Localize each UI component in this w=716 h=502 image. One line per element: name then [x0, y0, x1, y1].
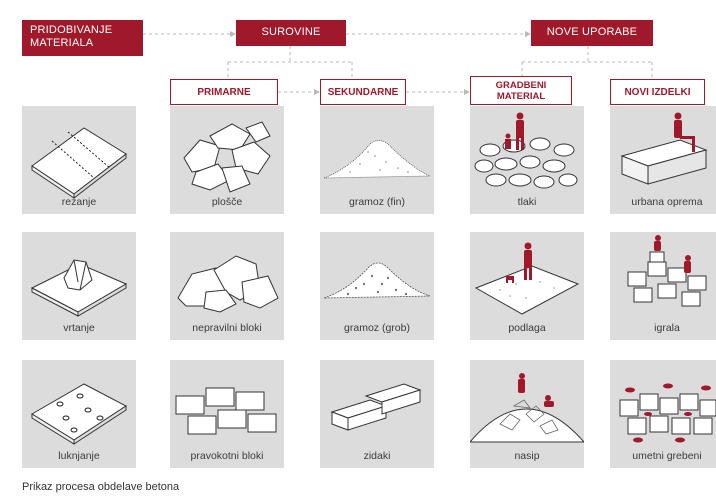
header-nove-uporabe-label: NOVE UPORABE [546, 26, 638, 38]
subheader-novi-izdelki-label: NOVI IZDELKI [624, 86, 691, 98]
tile-urbana-oprema: urbana oprema [610, 106, 716, 214]
subheader-gradbeni-material-label: GRADBENI MATERIAL [495, 79, 547, 102]
concrete-slab-cut-icon [31, 127, 127, 200]
embankment-icon [470, 373, 584, 443]
subheader-sekundarne: SEKUNDARNE [320, 79, 406, 105]
irregular-blocks-icon [177, 255, 279, 313]
artificial-reef-icon [619, 383, 716, 443]
header-pridobivanje-materiala: PRIDOBIVANJE MATERIALA [22, 20, 143, 56]
subheader-primarne-label: PRIMARNE [197, 86, 251, 98]
tile-label: igrala [654, 322, 680, 334]
tile-label: luknjanje [58, 450, 100, 462]
tile-label: podlaga [508, 322, 546, 334]
tile-label: gramoz (fin) [348, 196, 405, 208]
subheader-gradbeni-material: GRADBENI MATERIAL [470, 76, 572, 105]
urban-bench-icon [620, 112, 708, 185]
header-surovine: SUROVINE [236, 20, 346, 46]
ground-base-icon [474, 242, 580, 315]
tile-gramoz-grob: gramoz (grob) [320, 232, 434, 340]
figure-caption: Prikaz procesa obdelave betona [22, 481, 180, 493]
tile-tlaki: tlaki [470, 106, 584, 214]
header-pridobivanje-label: PRIDOBIVANJE MATERIALA [30, 24, 113, 49]
tile-label: umetni grebeni [632, 450, 702, 462]
bricks-icon [330, 383, 422, 431]
tile-label: tlaki [517, 196, 537, 208]
perforated-slab-icon [31, 383, 127, 445]
tile-label: gramoz (grob) [344, 322, 410, 334]
broken-slabs-icon [183, 121, 271, 193]
subheader-sekundarne-label: SEKUNDARNE [327, 86, 399, 98]
tile-podlaga: podlaga [470, 232, 584, 340]
tile-label: nasip [514, 450, 540, 462]
tile-pravokotni-bloki: pravokotni bloki [170, 360, 284, 468]
rectangular-blocks-icon [175, 387, 277, 435]
drilled-block-icon [30, 259, 128, 317]
subheader-primarne: PRIMARNE [170, 79, 278, 105]
header-nove-uporabe: NOVE UPORABE [531, 20, 653, 46]
tile-label: plošče [211, 196, 243, 208]
person-figure-icon [674, 112, 695, 152]
tile-label: urbana oprema [631, 196, 703, 208]
person-figure-icon [518, 373, 554, 407]
person-figure-icon [654, 235, 691, 273]
tile-luknjanje: luknjanje [22, 360, 136, 468]
tile-label: nepravilni bloki [192, 322, 262, 334]
tile-nasip: nasip [470, 360, 584, 468]
fish-icon [625, 383, 711, 443]
tile-nepravilni-bloki: nepravilni bloki [170, 232, 284, 340]
header-surovine-label: SUROVINE [261, 26, 321, 38]
tile-rezanje: rezanje [22, 106, 136, 214]
subheader-novi-izdelki: NOVI IZDELKI [610, 79, 705, 105]
tile-label: pravokotni bloki [190, 450, 264, 462]
tile-vrtanje: vrtanje [22, 232, 136, 340]
paving-stones-icon [474, 112, 578, 189]
person-figure-icon [505, 112, 524, 150]
coarse-gravel-pile-icon [323, 262, 431, 299]
tile-umetni-grebeni: umetni grebeni [610, 360, 716, 468]
tile-igrala: igrala [610, 232, 716, 340]
tile-label: vrtanje [63, 322, 95, 334]
tile-plosce: plošče [170, 106, 284, 214]
person-figure-icon [506, 242, 532, 283]
tile-label: zidaki [363, 450, 391, 462]
play-blocks-icon [627, 235, 707, 307]
tile-label: rezanje [61, 196, 97, 208]
fine-gravel-pile-icon [323, 140, 431, 179]
tile-zidaki: zidaki [320, 360, 434, 468]
tile-gramoz-fin: gramoz (fin) [320, 106, 434, 214]
